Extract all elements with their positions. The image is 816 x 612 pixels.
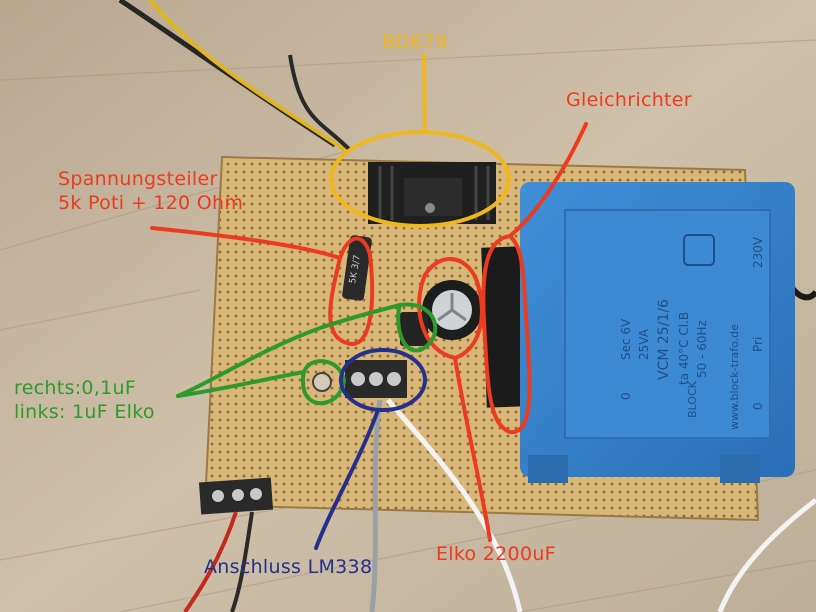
label-elko: Elko 2200uF	[436, 543, 556, 565]
red-wire	[183, 511, 238, 612]
potentiometer: 5K 3/7	[342, 235, 372, 301]
trafo-zero-2: 0	[751, 402, 765, 410]
bd679-ellipse	[329, 130, 511, 228]
rectifier	[481, 246, 525, 408]
white-wire-2	[717, 498, 816, 612]
heatsink-bd679	[368, 162, 496, 224]
black-wire-3	[230, 511, 254, 612]
label-gleichrichter: Gleichrichter	[566, 89, 692, 111]
trafo-freq: 50 - 60Hz	[695, 320, 709, 378]
trafo-temp: ta 40°C Cl.B	[677, 312, 691, 385]
trafo-sec: Sec 6V	[619, 318, 633, 360]
white-wire	[386, 398, 523, 612]
capacitor-2200uf	[422, 280, 482, 340]
trafo-brand: BLOCK	[686, 380, 699, 418]
cap-loop-right	[176, 302, 438, 398]
transformer: Sec 6V 25VA VCM 25/1/6 ta 40°C Cl.B 50 -…	[520, 182, 795, 483]
anschluss-pointer	[314, 408, 380, 550]
elko-loop	[417, 257, 492, 542]
trafo-pri: Pri	[751, 337, 765, 352]
yellow-wire	[148, 0, 347, 152]
grey-wire	[369, 399, 383, 612]
ce-mark-box	[683, 234, 715, 266]
label-anschluss: Anschluss LM338	[204, 556, 373, 578]
anschluss-ellipse	[339, 348, 427, 412]
floor-grain	[0, 39, 816, 612]
label-spannungsteiler: Spannungsteiler 5k Poti + 120 Ohm	[58, 168, 244, 214]
terminal-block-lm338	[345, 360, 407, 398]
terminal-block-input	[198, 477, 274, 515]
annotation-marks	[150, 53, 588, 550]
black-wire-2	[288, 54, 352, 152]
label-kondensatoren: rechts:0,1uF links: 1uF Elko	[14, 377, 155, 423]
trafo-230v: 230V	[751, 236, 765, 268]
trafo-url: www.block-trafo.de	[728, 324, 741, 430]
trafo-zero-1: 0	[619, 392, 633, 400]
pot-text: 5K 3/7	[348, 254, 363, 284]
gleichrichter-loop	[481, 122, 588, 435]
capacitor-1uf	[312, 372, 332, 392]
spannungsteiler-loop	[150, 226, 375, 346]
trafo-va: 25VA	[637, 328, 651, 360]
label-bd679: BD679	[382, 31, 448, 53]
bd679-pointer	[422, 53, 427, 133]
trafo-model: VCM 25/1/6	[656, 299, 672, 380]
